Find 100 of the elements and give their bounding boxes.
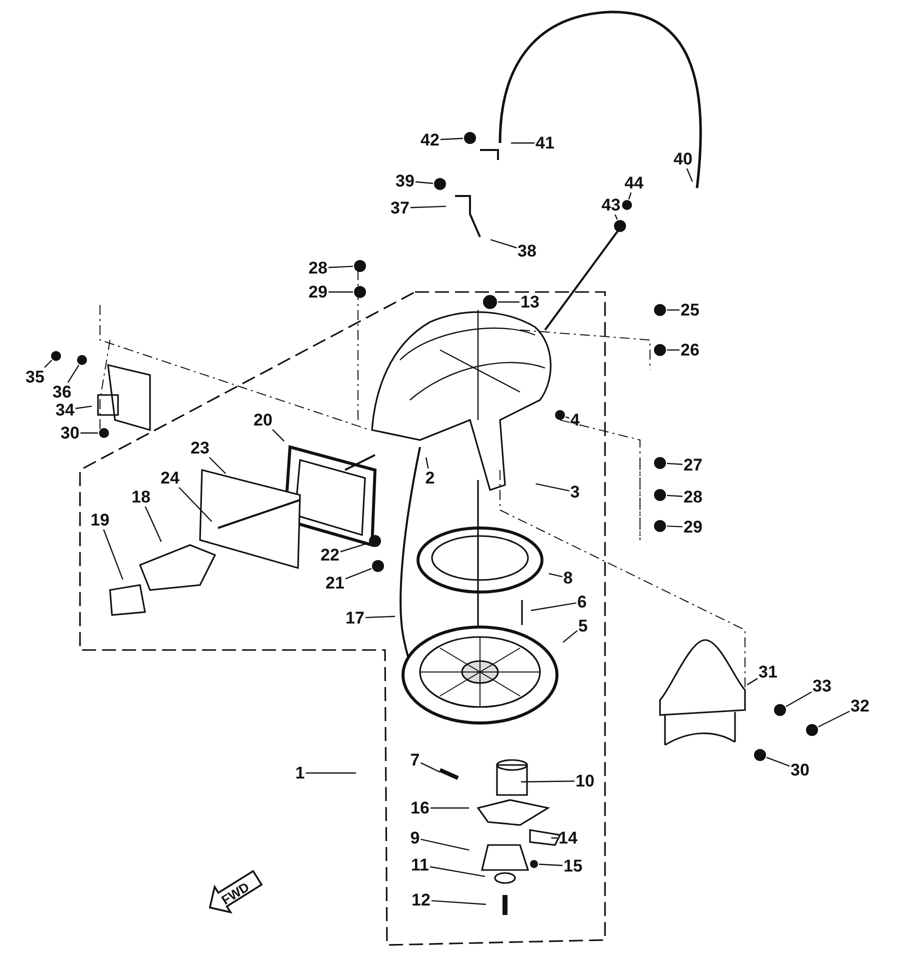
callout-number: 31 <box>758 662 778 682</box>
callout-number: 41 <box>534 134 556 152</box>
callout-number: 34 <box>54 400 76 420</box>
leader-line <box>511 142 535 144</box>
leader-line <box>766 756 790 767</box>
fastener-part <box>483 295 497 309</box>
fastener-part <box>51 351 61 361</box>
callout-number: 28 <box>682 488 704 506</box>
callout-number: 12 <box>410 890 432 910</box>
callout-number: 16 <box>410 798 430 818</box>
fastener-part <box>369 535 381 547</box>
fastener-part <box>354 260 366 272</box>
leader-line <box>328 266 354 268</box>
leader-line <box>328 291 353 293</box>
callout-number: 42 <box>420 130 440 150</box>
callout-number: 20 <box>252 410 274 430</box>
fastener-part <box>464 132 476 144</box>
leader-line <box>306 772 356 774</box>
leader-line <box>420 838 470 851</box>
leader-line <box>548 572 562 578</box>
callout-number: 4 <box>569 410 581 430</box>
leader-line <box>530 602 576 612</box>
callout-number: 39 <box>394 172 416 190</box>
leader-line <box>538 864 563 866</box>
callout-number: 43 <box>600 196 622 214</box>
leader-line <box>420 762 440 773</box>
leader-line <box>44 360 52 368</box>
callout-number: 5 <box>577 616 589 636</box>
fastener-part <box>99 428 109 438</box>
callout-number: 19 <box>90 510 110 530</box>
fastener-part <box>654 457 666 469</box>
callout-number: 37 <box>390 198 410 218</box>
callout-number: 38 <box>516 242 538 260</box>
leader-line <box>415 181 434 184</box>
leader-line <box>686 168 693 182</box>
leader-line <box>666 494 683 497</box>
callout-number: 14 <box>558 828 578 848</box>
leader-line <box>345 568 372 580</box>
callout-number: 23 <box>190 438 210 458</box>
leader-line <box>103 529 124 580</box>
callout-number: 11 <box>410 856 430 874</box>
fastener-part <box>372 560 384 572</box>
leader-line <box>272 429 285 442</box>
callout-number: 29 <box>308 282 328 302</box>
callout-number: 44 <box>624 174 644 192</box>
callout-number: 36 <box>52 382 72 402</box>
leader-line <box>425 457 429 469</box>
fastener-part <box>555 410 565 420</box>
callout-number: 7 <box>409 750 421 770</box>
fastener-part <box>654 520 666 532</box>
fastener-part <box>654 304 666 316</box>
leader-line <box>75 406 92 410</box>
callout-number: 3 <box>569 482 581 502</box>
leader-line <box>566 416 570 419</box>
leader-line <box>786 691 812 708</box>
leader-line <box>818 710 850 728</box>
leader-line <box>667 309 680 311</box>
fastener-part <box>806 724 818 736</box>
callout-number: 18 <box>130 488 152 506</box>
leader-line <box>209 457 226 474</box>
leader-line <box>178 487 212 522</box>
callout-number: 6 <box>576 592 588 612</box>
fastener-part <box>614 220 626 232</box>
leader-line <box>430 866 486 878</box>
leader-line <box>410 206 446 208</box>
fastener-part <box>754 749 766 761</box>
leader-line <box>498 301 520 303</box>
callout-number: 35 <box>24 368 46 386</box>
fastener-part <box>354 286 366 298</box>
callout-number: 33 <box>812 676 832 696</box>
leader-line <box>746 678 758 686</box>
callout-number: 40 <box>672 150 694 168</box>
callout-number: 30 <box>60 424 80 442</box>
callout-number: 25 <box>680 300 700 320</box>
callout-number: 30 <box>790 760 810 780</box>
fastener-part <box>654 344 666 356</box>
leader-line <box>440 138 464 140</box>
callout-number: 17 <box>344 608 366 628</box>
callout-number: 24 <box>160 468 180 488</box>
callout-number: 13 <box>520 292 540 312</box>
callout-number: 32 <box>850 696 870 716</box>
leader-line <box>536 483 570 492</box>
fastener-part <box>530 860 538 868</box>
leader-line <box>67 364 80 383</box>
callout-number: 21 <box>324 574 346 592</box>
leader-line <box>628 192 632 200</box>
fastener-part <box>654 489 666 501</box>
leader-line <box>144 506 162 542</box>
fastener-part <box>622 200 632 210</box>
leader-line <box>521 780 575 782</box>
leader-line <box>340 542 368 552</box>
leader-line <box>666 462 683 465</box>
leader-line <box>80 432 98 434</box>
callout-number: 15 <box>562 856 584 876</box>
callout-number: 26 <box>680 340 700 360</box>
leader-line <box>431 900 486 905</box>
leader-line <box>430 807 469 809</box>
leader-line <box>562 630 578 643</box>
callout-number: 29 <box>682 518 704 536</box>
callout-number: 9 <box>409 828 421 848</box>
